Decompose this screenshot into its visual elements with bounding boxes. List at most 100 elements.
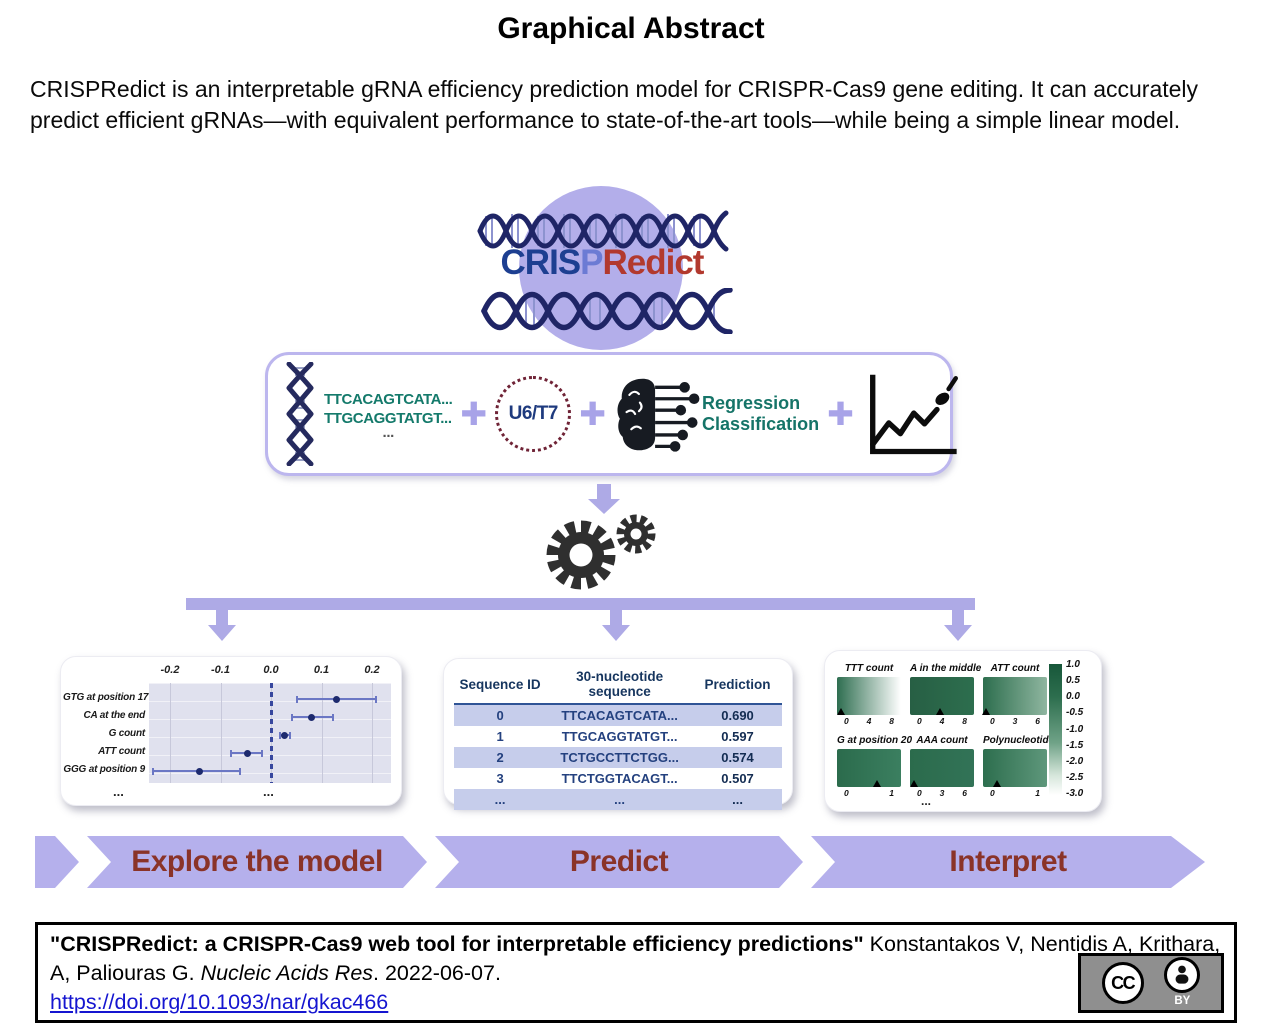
x-tick-label: -0.2 [160, 664, 180, 676]
sequence-id-cell: ... [494, 792, 506, 807]
colorbar-tick-label: 0.5 [1066, 675, 1080, 687]
plus-icon: ✚ [827, 396, 854, 432]
feature-label: GGG at position 9 [63, 764, 145, 775]
tick-label: 1 [889, 788, 894, 798]
cc-icon: CC [1101, 962, 1144, 1004]
prediction-cell: 0.597 [721, 729, 754, 744]
tick-label: 6 [1035, 716, 1040, 726]
heatmap-box [983, 749, 1047, 787]
feature-label: CA at the end [83, 710, 146, 721]
page-title: Graphical Abstract [497, 12, 765, 45]
sequence-cell: TCTGCCTTCTGG... [560, 750, 679, 765]
heatmap-title: AAA count [916, 735, 968, 746]
ci-cap [296, 695, 299, 703]
sequence-cell: TTCACAGTCATA... [561, 708, 678, 723]
dna-strand-icon [286, 362, 314, 466]
data-marker-icon [909, 780, 918, 787]
heatmap-ellipsis: ... [921, 794, 932, 808]
heatmap-title: TTT count [844, 663, 894, 674]
table-row: 2 TCTGCCTTCTGG... 0.574 [454, 747, 782, 768]
colorbar-tick-label: -1.5 [1066, 739, 1084, 751]
x-gridline [372, 683, 373, 783]
sequence-line-1: TTCACAGTCATA... [324, 390, 453, 408]
workflow-step-label: Interpret [949, 845, 1067, 878]
x-tick-label: 0.0 [263, 664, 279, 676]
by-label: BY [1174, 994, 1191, 1007]
heatmap-title: Polynucleotides [983, 735, 1060, 746]
sequence-id-cell: 2 [496, 750, 504, 765]
ci-cap [375, 695, 378, 703]
branch-arrow-left [216, 609, 228, 625]
heatmap-box [910, 677, 974, 715]
sequence-cell: TTCTGGTACAGT... [561, 771, 678, 786]
x-gridline [170, 683, 171, 783]
heatmap-tile: TTT count 0 4 8 [836, 663, 901, 726]
colorbar-tick-label: -3.0 [1066, 788, 1084, 799]
column-header: 30-nucleotide sequence [546, 667, 694, 705]
branch-arrow-right-head-icon [944, 625, 972, 641]
down-arrow-head-icon [588, 499, 620, 514]
feature-label: G count [108, 728, 146, 739]
ci-cap [261, 749, 264, 757]
tick-label: 4 [866, 716, 872, 726]
tick-label: 0 [844, 788, 849, 798]
column-header: Prediction [693, 667, 782, 705]
ml-brain-icon [617, 378, 700, 452]
sequence-id-cell: 0 [496, 708, 504, 723]
heatmap-title: ATT count [990, 663, 1040, 674]
axis-ellipsis: ... [263, 784, 274, 799]
sequence-line-2: TTGCAGGTATGT... [324, 409, 452, 427]
colorbar-tick-label: -2.0 [1066, 755, 1084, 767]
heatmap-box [837, 749, 901, 787]
data-marker-icon [836, 708, 845, 715]
model-type-labels: Regression Classification [702, 393, 819, 434]
tick-label: 8 [889, 716, 894, 726]
x-gridline [220, 683, 222, 783]
prediction-cell: 0.574 [721, 750, 754, 765]
colorbar-tick-label: 0.0 [1066, 691, 1080, 703]
workflow-step-predict: Predict [435, 836, 803, 888]
doi-link[interactable]: https://doi.org/10.1093/nar/gkac466 [50, 990, 389, 1015]
tick-label: 0 [844, 716, 849, 726]
citation-authors: Konstantakos V, Nentidis A, Krithara, A,… [50, 932, 1221, 986]
prediction-cell: 0.507 [721, 771, 754, 786]
tick-label: 3 [1012, 716, 1018, 726]
sequence-cell: ... [614, 792, 626, 807]
citation-title: "CRISPRedict: a CRISPR-Cas9 web tool for… [50, 932, 864, 956]
classification-label: Classification [702, 414, 820, 434]
sequence-cell: TTGCAGGTATGT... [561, 729, 678, 744]
zero-reference-line [270, 683, 273, 783]
heatmap-box [909, 749, 974, 787]
citation-date: . 2022-06-07. [373, 961, 501, 986]
ci-cap [229, 749, 232, 757]
workflow-step-label: Predict [569, 845, 669, 878]
cc-by-badge: CC BY [1078, 953, 1224, 1013]
ci-cap [152, 767, 155, 775]
regression-label: Regression [702, 393, 801, 414]
plus-icon: ✚ [579, 396, 607, 432]
citation-journal: Nucleic Acids Res [200, 961, 374, 986]
coefficient-point [307, 713, 315, 721]
colorbar-tick-label: -0.5 [1066, 707, 1084, 719]
x-tick-label: 0.2 [364, 664, 380, 676]
table-row: ......... [454, 789, 782, 810]
logo-part-redict: Redict [602, 243, 705, 282]
heatmap-box [982, 677, 1047, 715]
logo-part-p: P [580, 243, 603, 282]
tick-label: 3 [939, 788, 945, 798]
heatmap-ticks: 0 4 8 [837, 715, 901, 726]
abstract-text: CRISPRedict is an interpretable gRNA eff… [30, 76, 1199, 133]
coefficient-point [281, 731, 289, 739]
feature-label: GTG at position 17 [63, 692, 149, 703]
sequence-id-cell: 3 [496, 771, 504, 786]
data-marker-icon [993, 780, 1002, 787]
